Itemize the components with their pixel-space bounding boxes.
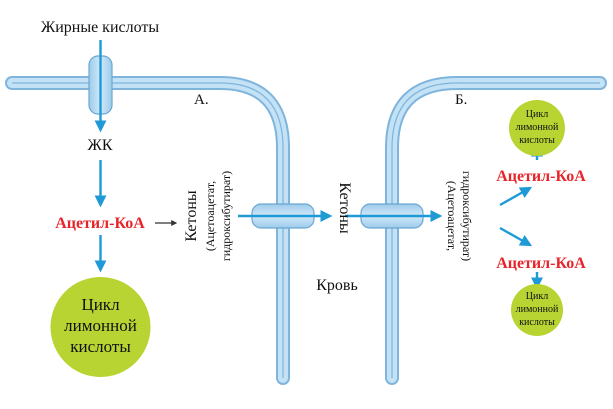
- label-panel-a: А.: [194, 92, 209, 108]
- label-ketones-blood-group: Кетоны: [336, 182, 353, 234]
- membrane-a: [5, 76, 290, 385]
- cycle-large-line2: лимонной: [64, 316, 137, 335]
- label-fa-short: ЖК: [87, 137, 112, 154]
- cycle-large-line3: кислоты: [70, 337, 131, 356]
- label-ketone-types-a-group: (Ацетоацетат,: [203, 181, 217, 251]
- arrow-to-acetyl-bottom: [499, 226, 533, 247]
- label-acetyl-coa-a: Ацетил-КоА: [55, 215, 145, 232]
- label-acetyl-coa-b-top: Ацетил-КоА: [496, 168, 586, 185]
- label-ketones-a-group: Кетоны: [183, 190, 200, 242]
- label-fatty-acids: Жирные кислоты: [41, 19, 160, 36]
- label-acetyl-coa-b-bottom: Ацетил-КоА: [496, 255, 586, 272]
- label-ketones-a: Кетоны: [183, 190, 200, 242]
- cycle-top-line2: лимонной: [516, 122, 559, 133]
- label-ketones-blood: Кетоны: [336, 182, 353, 234]
- label-blood: Кровь: [316, 277, 358, 294]
- cycle-large-line1: Цикл: [81, 295, 120, 314]
- label-ketone-types-a2-group: гидроксибутират): [219, 171, 233, 261]
- cycle-bottom-line3: кислоты: [519, 317, 555, 328]
- cycle-top-line1: Цикл: [526, 109, 548, 120]
- cycle-large: Цикл лимонной кислоты: [50, 277, 151, 377]
- label-ketone-types-b-group: (Ацетоацетат,: [445, 181, 459, 251]
- arrow-to-acetyl-top: [499, 186, 533, 207]
- label-ketone-types-a-2: гидроксибутират): [219, 171, 233, 261]
- membrane-b: [385, 76, 607, 385]
- cycle-bottom: Цикл лимонной кислоты: [511, 284, 563, 336]
- label-ketone-types-a-1: (Ацетоацетат,: [203, 181, 217, 251]
- label-ketone-types-b-1: (Ацетоацетат,: [445, 181, 459, 251]
- label-ketone-types-b2-group: гидроксибутират): [460, 171, 474, 261]
- label-ketone-types-b-2: гидроксибутират): [460, 171, 474, 261]
- cycle-top-line3: кислоты: [519, 135, 555, 146]
- cycle-bottom-line2: лимонной: [516, 304, 559, 315]
- cycle-bottom-line1: Цикл: [526, 291, 548, 302]
- cycle-top: Цикл лимонной кислоты: [509, 100, 565, 156]
- label-panel-b: Б.: [455, 92, 467, 108]
